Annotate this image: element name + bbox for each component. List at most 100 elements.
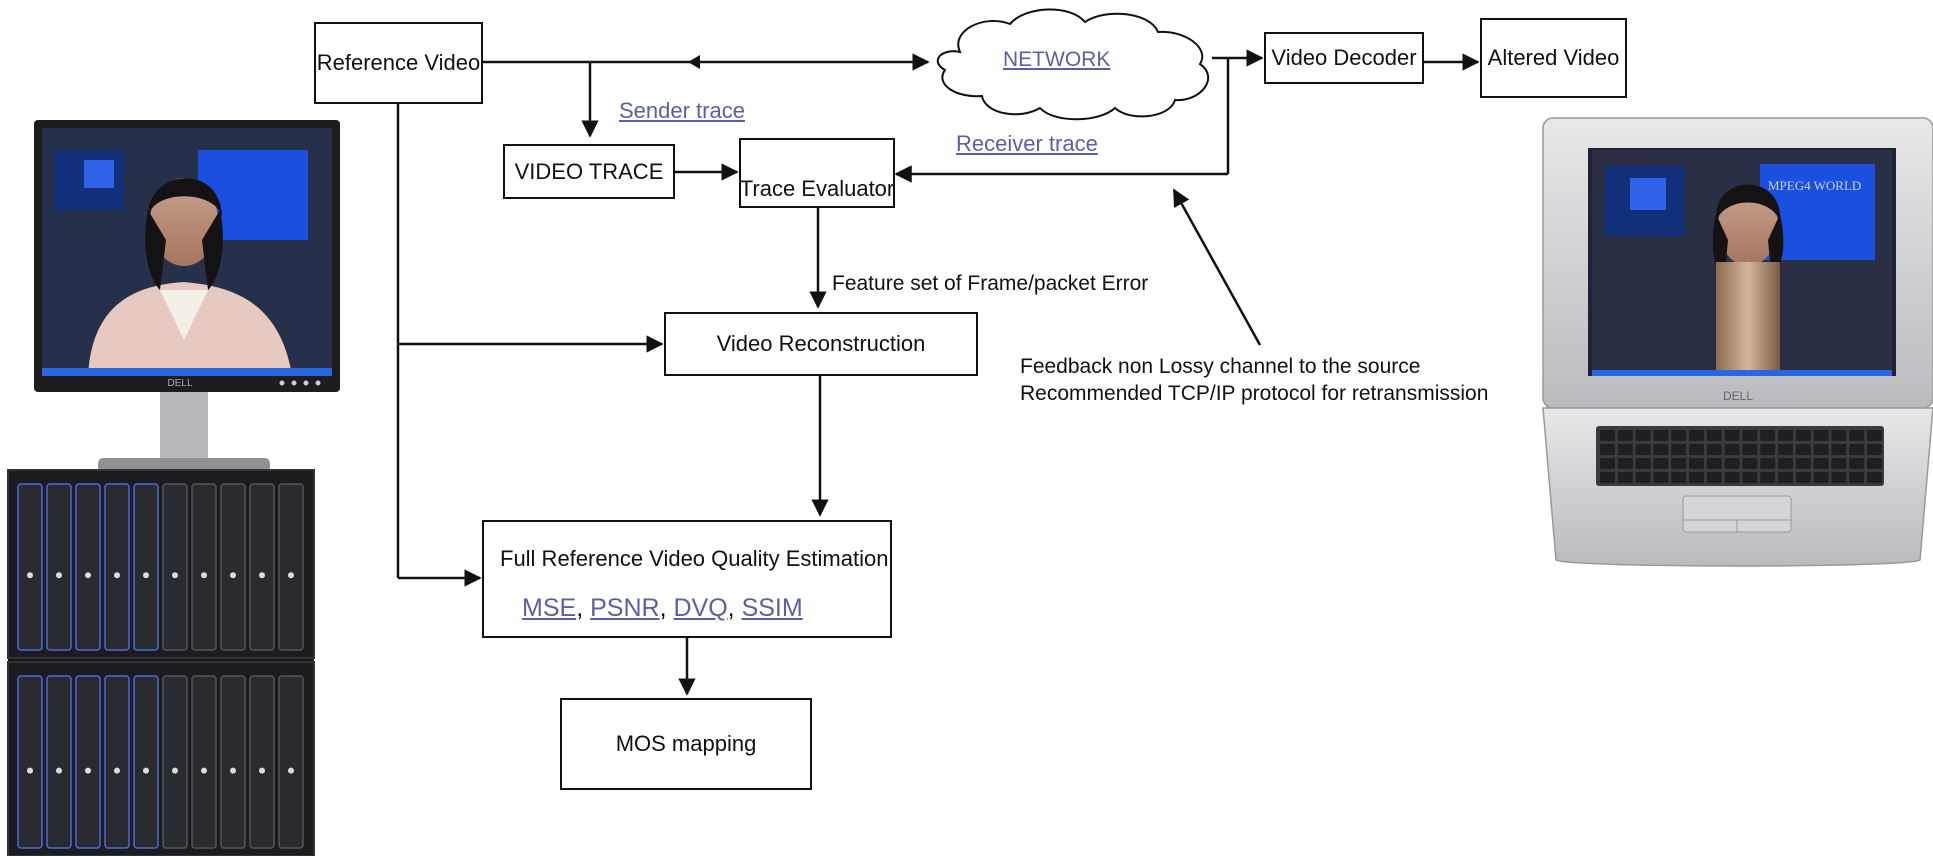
trace-evaluator-label: Trace Evaluator (739, 176, 895, 201)
network-link[interactable]: NETWORK (1003, 48, 1111, 71)
server-blade (191, 483, 217, 651)
keyboard-key (1742, 444, 1758, 455)
server-blade (17, 675, 43, 849)
mos-mapping-label: MOS mapping (615, 731, 757, 756)
server-blade (17, 483, 43, 651)
server-blade (104, 675, 130, 849)
laptop: MPEG4 WORLD DELL (1542, 117, 1933, 567)
keyboard-key (1795, 430, 1811, 441)
keyboard-key (1689, 444, 1704, 455)
desktop-monitor: DELL (34, 120, 340, 472)
keyboard-key (1795, 458, 1811, 469)
keyboard-key (1600, 458, 1615, 469)
keyboard-key (1778, 430, 1793, 441)
blade-led (85, 767, 91, 774)
video-reconstruction-label: Video Reconstruction (716, 331, 926, 356)
keyboard-key (1635, 430, 1651, 441)
server-blade (278, 483, 304, 651)
blade-led (259, 767, 265, 774)
blade-led (230, 767, 236, 774)
keyboard-key (1706, 444, 1722, 455)
keyboard-key (1617, 458, 1633, 469)
server-blade (75, 675, 101, 849)
keyboard-key (1671, 472, 1687, 483)
blade-led (114, 572, 120, 579)
keyboard-key (1635, 458, 1651, 469)
screen-text: MPEG4 WORLD (1768, 178, 1861, 193)
laptop-brand-text: DELL (1723, 389, 1753, 403)
keyboard-key (1849, 430, 1865, 441)
blade-led (172, 572, 178, 579)
blade-led (27, 572, 33, 579)
keyboard-key (1867, 472, 1882, 483)
metric-separator: , (576, 594, 591, 622)
metric-link[interactable]: PSNR (590, 594, 660, 622)
server-blade (191, 675, 217, 849)
keyboard-key (1813, 472, 1829, 483)
full-reference-box: Full Reference Video Quality Estimation (482, 520, 892, 638)
network-cloud (936, 8, 1209, 121)
keyboard-key (1724, 444, 1740, 455)
blade-led (230, 572, 236, 579)
keyboard-key (1831, 430, 1847, 441)
keyboard-key (1724, 472, 1740, 483)
server-blade (104, 483, 130, 651)
keyboard-key (1635, 472, 1651, 483)
server-blade (220, 483, 246, 651)
server-blade (162, 483, 188, 651)
keyboard-key (1671, 444, 1687, 455)
metric-link[interactable]: DVQ (673, 594, 728, 622)
server-blade (133, 675, 159, 849)
blade-led (201, 572, 207, 579)
keyboard-key (1724, 430, 1740, 441)
feedback-line-2: Recommended TCP/IP protocol for retransm… (1020, 382, 1489, 405)
keyboard-key (1653, 458, 1669, 469)
keyboard-key (1671, 458, 1687, 469)
keyboard-key (1742, 458, 1758, 469)
keyboard-key (1653, 444, 1669, 455)
blade-led (56, 767, 62, 774)
server-blade (220, 675, 246, 849)
keyboard-key (1867, 458, 1882, 469)
sender-trace-link[interactable]: Sender trace (619, 98, 745, 123)
keyboard-key (1617, 430, 1633, 441)
keyboard-key (1760, 430, 1776, 441)
keyboard-key (1600, 430, 1615, 441)
altered-video-label: Altered Video (1487, 45, 1620, 70)
keyboard-key (1795, 444, 1811, 455)
keyboard-key (1760, 458, 1776, 469)
server-blade (162, 675, 188, 849)
keyboard-key (1831, 444, 1847, 455)
keyboard-key (1831, 472, 1847, 483)
keyboard-key (1813, 430, 1829, 441)
video-decoder-label: Video Decoder (1271, 45, 1417, 70)
keyboard-key (1760, 444, 1776, 455)
keyboard-key (1689, 472, 1704, 483)
monitor-brand-text: DELL (167, 378, 192, 389)
server-blade (46, 483, 72, 651)
keyboard-key (1813, 458, 1829, 469)
keyboard-key (1671, 430, 1687, 441)
blade-led (201, 767, 207, 774)
metric-link[interactable]: SSIM (741, 594, 803, 622)
metrics-list: MSE, PSNR, DVQ, SSIM (522, 594, 803, 623)
video-reconstruction-box: Video Reconstruction (664, 312, 978, 376)
metric-separator: , (727, 594, 742, 622)
metric-link[interactable]: MSE (522, 594, 577, 622)
receiver-trace-link[interactable]: Receiver trace (956, 131, 1098, 156)
server-blade (46, 675, 72, 849)
keyboard-key (1706, 472, 1722, 483)
blade-led (27, 767, 33, 774)
keyboard-key (1653, 472, 1669, 483)
video-trace-label: VIDEO TRACE (514, 158, 664, 184)
keyboard-key (1600, 444, 1615, 455)
connectors (396, 49, 1480, 696)
keyboard-key (1778, 472, 1793, 483)
keyboard-key (1742, 430, 1758, 441)
keyboard-key (1653, 430, 1669, 441)
mos-mapping-box: MOS mapping (560, 698, 812, 790)
video-decoder-box: Video Decoder (1264, 32, 1424, 84)
keyboard-key (1849, 472, 1865, 483)
keyboard-key (1689, 458, 1704, 469)
feature-set-label: Feature set of Frame/packet Error (832, 272, 1149, 295)
